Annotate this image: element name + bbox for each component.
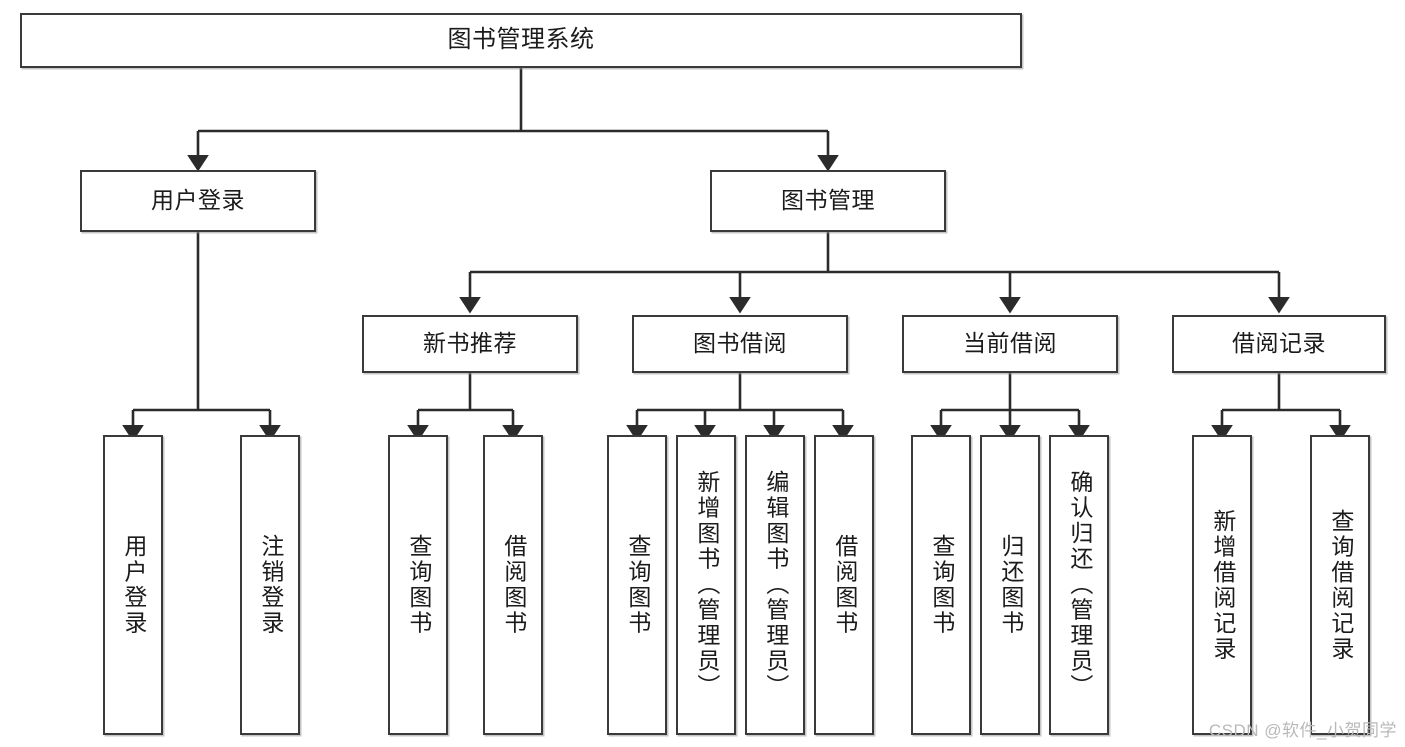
leaf-query-record[interactable]: 查询借阅记录 bbox=[1310, 435, 1370, 735]
leaf-query-book-1-label: 查询图书 bbox=[405, 534, 432, 636]
leaf-user-login[interactable]: 用户登录 bbox=[103, 435, 163, 735]
node-root[interactable]: 图书管理系统 bbox=[20, 13, 1022, 68]
node-user-login[interactable]: 用户登录 bbox=[80, 170, 316, 232]
leaf-borrow-book-1-label: 借阅图书 bbox=[500, 534, 527, 636]
leaf-borrow-book-2-label: 借阅图书 bbox=[831, 534, 858, 636]
leaf-user-login-label: 用户登录 bbox=[120, 534, 147, 636]
watermark: CSDN @软件_小贺同学 bbox=[1208, 721, 1397, 740]
leaf-logout-label: 注销登录 bbox=[257, 534, 284, 636]
leaf-borrow-book-2[interactable]: 借阅图书 bbox=[814, 435, 874, 735]
node-book-borrow[interactable]: 图书借阅 bbox=[632, 315, 848, 373]
node-new-book-rec-label: 新书推荐 bbox=[423, 330, 517, 357]
node-book-manage-label: 图书管理 bbox=[781, 187, 875, 214]
node-root-label: 图书管理系统 bbox=[447, 26, 595, 54]
leaf-add-record-label: 新增借阅记录 bbox=[1209, 508, 1236, 662]
leaf-query-book-3[interactable]: 查询图书 bbox=[911, 435, 971, 735]
leaf-query-book-2[interactable]: 查询图书 bbox=[607, 435, 667, 735]
leaf-confirm-return-label: 确认归还（管理员） bbox=[1066, 470, 1093, 700]
leaf-edit-book[interactable]: 编辑图书（管理员） bbox=[745, 435, 805, 735]
node-borrow-record[interactable]: 借阅记录 bbox=[1172, 315, 1386, 373]
leaf-query-book-3-label: 查询图书 bbox=[928, 534, 955, 636]
leaf-confirm-return[interactable]: 确认归还（管理员） bbox=[1049, 435, 1109, 735]
leaf-add-book[interactable]: 新增图书（管理员） bbox=[676, 435, 736, 735]
leaf-borrow-book-1[interactable]: 借阅图书 bbox=[483, 435, 543, 735]
leaf-add-record[interactable]: 新增借阅记录 bbox=[1192, 435, 1252, 735]
leaf-return-book-label: 归还图书 bbox=[997, 534, 1024, 636]
leaf-query-book-1[interactable]: 查询图书 bbox=[388, 435, 448, 735]
node-current-borrow-label: 当前借阅 bbox=[963, 330, 1057, 357]
node-book-manage[interactable]: 图书管理 bbox=[710, 170, 946, 232]
node-user-login-label: 用户登录 bbox=[151, 187, 245, 214]
leaf-return-book[interactable]: 归还图书 bbox=[980, 435, 1040, 735]
leaf-logout[interactable]: 注销登录 bbox=[240, 435, 300, 735]
leaf-add-book-label: 新增图书（管理员） bbox=[693, 470, 720, 700]
leaf-query-record-label: 查询借阅记录 bbox=[1327, 508, 1354, 662]
node-new-book-rec[interactable]: 新书推荐 bbox=[362, 315, 578, 373]
leaf-edit-book-label: 编辑图书（管理员） bbox=[762, 470, 789, 700]
node-borrow-record-label: 借阅记录 bbox=[1232, 330, 1326, 357]
leaf-query-book-2-label: 查询图书 bbox=[624, 534, 651, 636]
node-book-borrow-label: 图书借阅 bbox=[693, 330, 787, 357]
node-current-borrow[interactable]: 当前借阅 bbox=[902, 315, 1118, 373]
